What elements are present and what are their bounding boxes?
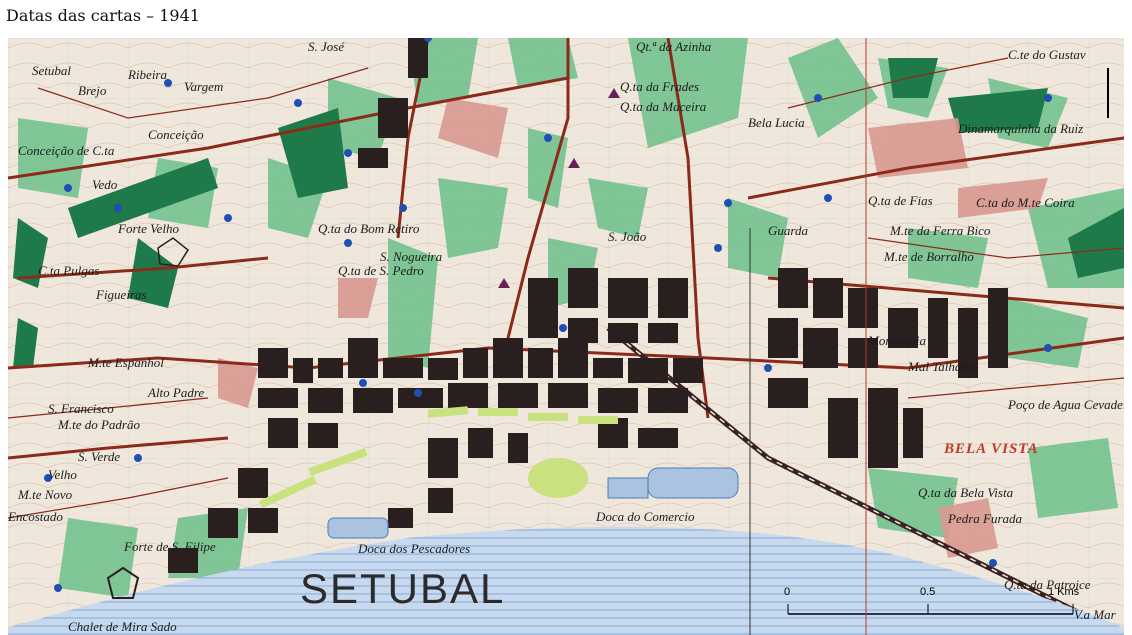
place-label: Velho bbox=[48, 467, 77, 482]
place-label: Q.ta de S. Pedro bbox=[338, 263, 424, 278]
place-label: C.te do Gustav bbox=[1008, 47, 1086, 62]
city-name-label: SETUBAL bbox=[300, 565, 506, 612]
point-markers bbox=[44, 38, 1052, 592]
place-label: Q.ta da Maceira bbox=[620, 99, 707, 114]
place-label: Doca dos Pescadores bbox=[358, 541, 471, 556]
place-label: Doca do Comercio bbox=[596, 509, 695, 524]
scale-tick-0: 0 bbox=[784, 586, 791, 598]
place-label: Guarda bbox=[768, 223, 808, 238]
place-label: M.te da Ferra Bico bbox=[890, 223, 991, 238]
place-label: Vargem bbox=[184, 79, 224, 94]
place-label: S. Verde bbox=[78, 449, 121, 464]
place-label: Conceição bbox=[148, 127, 204, 142]
place-label: Vedo bbox=[92, 177, 118, 192]
place-label: Qt.ª da Azinha bbox=[636, 39, 712, 54]
place-label: Q.ta da Patroice bbox=[1004, 577, 1091, 592]
scale-tick-half: 0.5 bbox=[920, 586, 936, 598]
place-label: Chalet de Mira Sado bbox=[68, 619, 177, 634]
urban-areas bbox=[218, 98, 1048, 558]
place-label: Q.ta da Frades bbox=[620, 79, 700, 94]
place-label: S. João bbox=[608, 229, 647, 244]
place-label: Forte Velho bbox=[118, 221, 180, 236]
scale-tick-1km: 1 Kms bbox=[1048, 586, 1080, 598]
map-caption: Datas das cartas – 1941 bbox=[6, 6, 200, 25]
place-label: Poço de Agua Cevadeira bbox=[1008, 397, 1124, 412]
place-label: S. Francisco bbox=[48, 401, 114, 416]
place-label: M.te Novo bbox=[18, 487, 73, 502]
place-label: M.te de Borralho bbox=[884, 249, 974, 264]
place-label: V.a Mar bbox=[1074, 607, 1116, 622]
dense-forest-areas bbox=[13, 58, 1124, 368]
place-label: S. José bbox=[308, 39, 345, 54]
map-canvas bbox=[8, 38, 1124, 635]
place-label: Q.ta da Bela Vista bbox=[918, 485, 1014, 500]
parks bbox=[259, 406, 618, 509]
place-label: Q.ta de Fias bbox=[868, 193, 933, 208]
place-label: Conceição de C.ta bbox=[18, 143, 115, 158]
place-label: Monarquia bbox=[868, 333, 927, 348]
place-label: Bela Lucia bbox=[748, 115, 805, 130]
place-label: M.te do Padrão bbox=[58, 417, 140, 432]
place-label: Figueiras bbox=[96, 287, 147, 302]
place-label: Brejo bbox=[78, 83, 107, 98]
topographic-map[interactable]: Setubal Ribeira S. José Qt.ª da Azinha Q… bbox=[8, 38, 1124, 635]
place-label: Pedra Furada bbox=[948, 511, 1023, 526]
docks bbox=[327, 467, 739, 539]
fort-symbol bbox=[106, 566, 140, 599]
place-label: M.te Espanhol bbox=[88, 355, 164, 370]
place-label: C.ta Pulgas bbox=[38, 263, 100, 278]
city-blocks bbox=[168, 38, 1008, 573]
place-label: Forte de S. Filipe bbox=[124, 539, 216, 554]
place-label: Ribeira bbox=[128, 67, 167, 82]
triangle-markers bbox=[498, 88, 620, 288]
place-label: S. Nogueira bbox=[380, 249, 443, 264]
place-label: Q.ta do Bom Retiro bbox=[318, 221, 420, 236]
place-label: Mal Talhado bbox=[908, 359, 975, 374]
place-label: Alto Padre bbox=[148, 385, 205, 400]
place-label: Dinamarquinha da Ruiz bbox=[958, 121, 1084, 136]
place-label: Setubal bbox=[32, 63, 71, 78]
place-label: Encostado bbox=[8, 509, 63, 524]
scale-bar bbox=[787, 604, 1074, 615]
road-network bbox=[8, 38, 1124, 460]
place-label: C.ta do M.te Coira bbox=[976, 195, 1075, 210]
district-label: BELA VISTA bbox=[944, 441, 1039, 457]
